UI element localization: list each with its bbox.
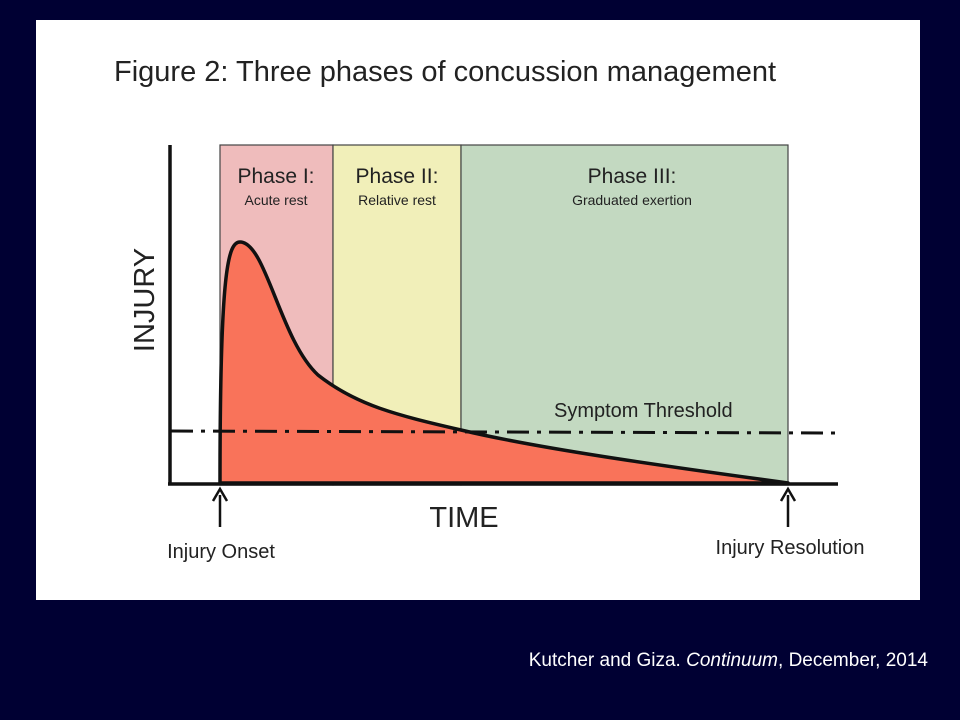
symptom-threshold-label: Symptom Threshold: [554, 400, 733, 422]
onset-arrow-head: [211, 486, 229, 502]
symptom-threshold-line: [170, 429, 837, 435]
onset-label: Injury Onset: [167, 541, 275, 563]
citation: Kutcher and Giza. Continuum, December, 2…: [529, 650, 928, 672]
phase-1-subtitle: Acute rest: [244, 192, 307, 208]
phase-3-name: Phase III:: [588, 165, 677, 188]
concussion-phase-diagram: Phase I: Acute rest Phase II: Relative r…: [129, 144, 865, 563]
phase-1-name: Phase I:: [237, 165, 314, 188]
phase-2-name: Phase II:: [356, 165, 439, 188]
resolution-label: Injury Resolution: [716, 537, 865, 559]
citation-journal: Continuum: [686, 650, 779, 671]
y-axis-label: INJURY: [129, 248, 161, 352]
injury-curve: [218, 240, 790, 485]
phase-3-band: [460, 144, 789, 486]
citation-authors: Kutcher and Giza.: [528, 650, 687, 671]
resolution-arrow-head: [779, 486, 797, 502]
phase-3-subtitle: Graduated exertion: [572, 192, 692, 208]
phase-2-subtitle: Relative rest: [358, 192, 436, 208]
x-axis-label: TIME: [429, 502, 498, 534]
figure-title: Figure 2: Three phases of concussion man…: [114, 56, 777, 88]
slide-panel: Figure 2: Three phases of concussion man…: [36, 20, 920, 600]
citation-date: , December, 2014: [778, 650, 928, 671]
